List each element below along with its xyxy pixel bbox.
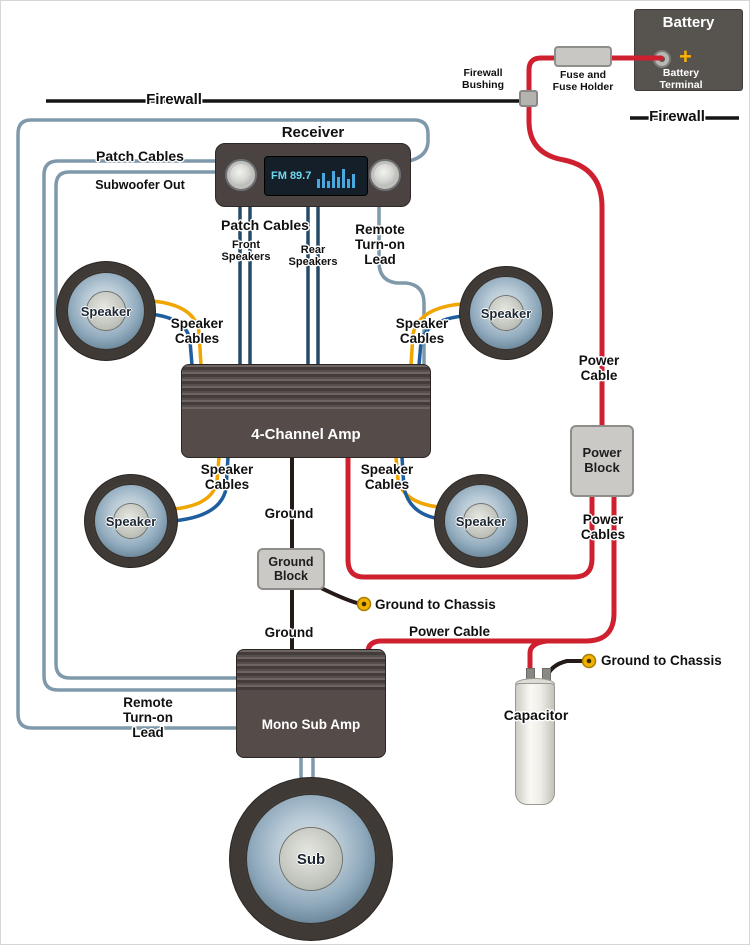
firewall-label-left: Firewall xyxy=(146,91,202,108)
speaker-dust-cap xyxy=(87,292,125,330)
patch-cable-subwoofer-1 xyxy=(42,159,240,692)
speaker-dust-cap xyxy=(488,295,524,331)
fuse-label: Fuse and Fuse Holder xyxy=(552,69,614,93)
speaker-cables-label-rr: Speaker Cables xyxy=(360,462,414,493)
power-cable-label-right: Power Cable xyxy=(578,353,620,384)
power-cable-block-to-4ch-amp xyxy=(345,454,595,580)
speaker-label: Speaker xyxy=(480,305,532,321)
battery-label: Battery xyxy=(662,14,715,31)
firewall-label-right: Firewall xyxy=(649,108,705,125)
speaker-label: Speaker xyxy=(80,303,132,319)
fuse-holder xyxy=(554,46,612,67)
speaker-cable-rl-blue xyxy=(170,455,230,523)
ground-cable-to-chassis-2 xyxy=(544,659,584,681)
ground-label-bottom: Ground xyxy=(264,625,314,640)
firewall-bushing-label: Firewall Bushing xyxy=(462,67,504,91)
power-block-label: Power Block xyxy=(582,445,622,475)
speaker-cable-rl-yellow xyxy=(172,455,221,511)
speaker-cables-label-fr: Speaker Cables xyxy=(395,316,449,347)
positive-terminal-symbol: + xyxy=(679,44,692,69)
speaker-rear-left: Speaker xyxy=(85,475,177,567)
rear-speakers-label: Rear Speakers xyxy=(288,244,338,269)
speaker-front-right: Speaker xyxy=(460,267,552,359)
volume-knob xyxy=(225,159,257,191)
speaker-dust-cap xyxy=(280,828,342,890)
speaker-label: Speaker xyxy=(455,513,507,529)
speaker-cable-fl-blue xyxy=(148,312,194,367)
power-cable-capacitor-branch xyxy=(527,638,550,682)
remote-turnon-label-bottom: Remote Turn-on Lead xyxy=(123,695,173,741)
patch-cables-mid-label: Patch Cables xyxy=(221,217,309,233)
ground-block-label: Ground Block xyxy=(268,554,314,583)
radio-frequency: FM 89.7 xyxy=(271,170,312,182)
firewall-bushing xyxy=(519,90,538,107)
capacitor-label: Capacitor xyxy=(503,707,569,723)
radio-display: FM 89.7 xyxy=(264,156,368,196)
speaker-label: Speaker xyxy=(105,513,157,529)
subwoofer-label: Sub xyxy=(296,850,326,868)
remote-turnon-lead-to-4ch-amp xyxy=(377,205,426,367)
power-cable-label-mid: Power Cable xyxy=(409,624,491,639)
patch-cable-subwoofer-2 xyxy=(54,170,240,680)
speaker-cable-fl-yellow xyxy=(150,299,203,367)
receiver-title: Receiver xyxy=(281,124,345,141)
ring-terminal-1 xyxy=(356,596,372,612)
four-channel-amp-label: 4-Channel Amp xyxy=(251,425,361,443)
speaker-cable-rr-blue xyxy=(400,455,443,521)
speaker-cable-rr-yellow xyxy=(394,455,441,509)
subwoofer-out-label: Subwoofer Out xyxy=(95,178,185,192)
ground-block: Ground Block xyxy=(257,548,325,590)
power-cable-battery-to-block xyxy=(526,55,664,432)
patch-cables-left-label: Patch Cables xyxy=(96,148,184,164)
speaker-cables-label-fl: Speaker Cables xyxy=(170,316,224,347)
speaker-cables-label-rl: Speaker Cables xyxy=(200,462,254,493)
speaker-cable-fr-yellow xyxy=(409,302,463,367)
mono-sub-amp-label: Mono Sub Amp xyxy=(261,717,361,732)
ground-label-top: Ground xyxy=(264,506,314,521)
speaker-front-left: Speaker xyxy=(57,262,155,360)
four-channel-amp: 4-Channel Amp xyxy=(181,364,431,458)
mono-sub-amp: Mono Sub Amp xyxy=(236,649,386,758)
spectrum-bars xyxy=(317,164,356,188)
ground-to-chassis-label-2: Ground to Chassis xyxy=(601,653,722,668)
power-block: Power Block xyxy=(570,425,634,497)
power-cable-block-to-mono-amp xyxy=(365,491,617,660)
receiver: FM 89.7 xyxy=(215,143,411,207)
battery-terminal-label: Battery Terminal xyxy=(659,67,703,91)
remote-turnon-lead-to-mono-amp xyxy=(16,118,430,730)
subwoofer: Sub xyxy=(230,778,392,940)
power-cables-label: Power Cables xyxy=(580,512,626,543)
heatsink-fins xyxy=(182,365,430,409)
speaker-dust-cap xyxy=(463,503,499,539)
ring-terminal-2 xyxy=(581,653,597,669)
remote-turnon-label-top: Remote Turn-on Lead xyxy=(355,222,405,268)
front-speakers-label: Front Speakers xyxy=(221,239,271,264)
heatsink-fins xyxy=(237,650,385,690)
battery: Battery + Battery Terminal xyxy=(634,9,743,91)
speaker-cable-fr-blue xyxy=(417,314,465,367)
ground-to-chassis-label-1: Ground to Chassis xyxy=(375,597,496,612)
speaker-rear-right: Speaker xyxy=(435,475,527,567)
capacitor xyxy=(515,683,555,805)
tuner-knob xyxy=(369,159,401,191)
speaker-dust-cap xyxy=(113,503,149,539)
